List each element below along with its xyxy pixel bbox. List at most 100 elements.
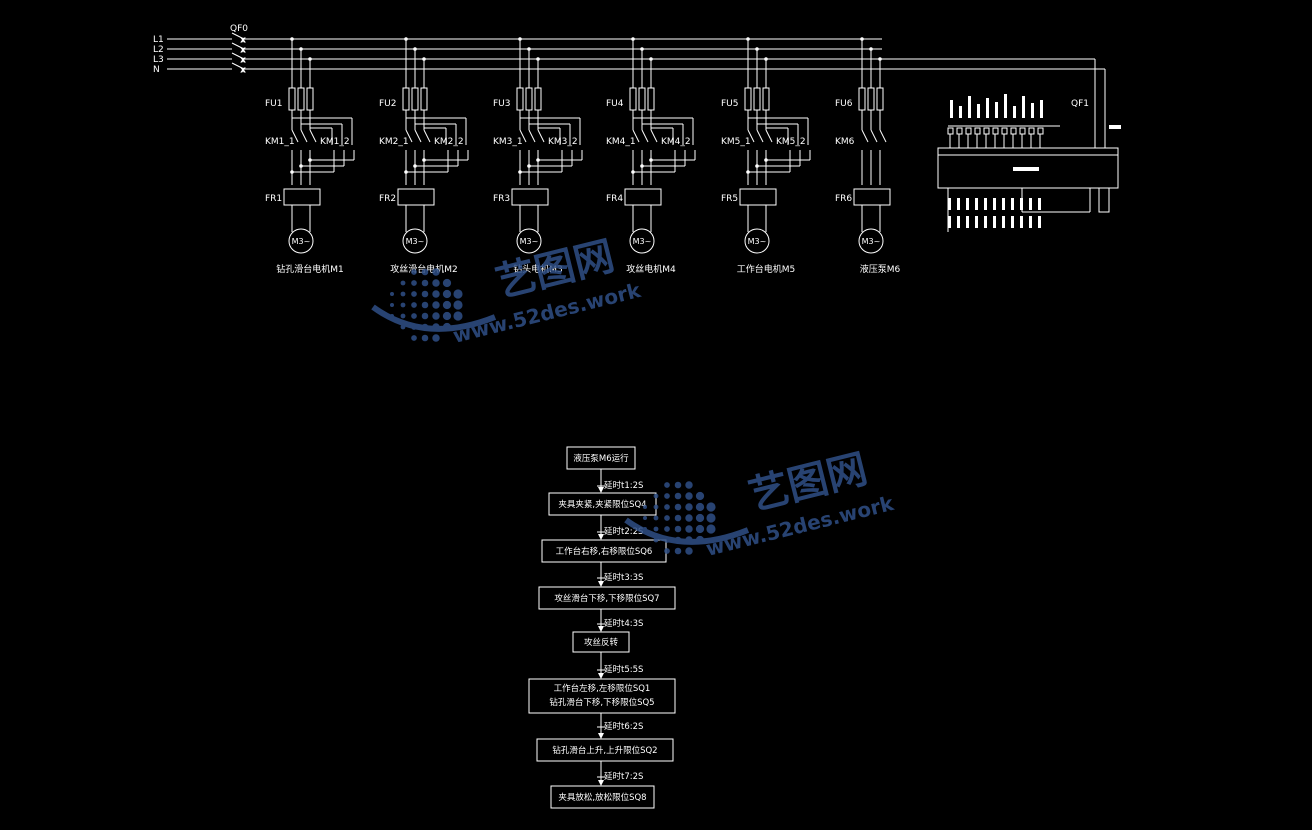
watermark-globe-dot xyxy=(453,311,463,321)
contactor-contact xyxy=(423,129,431,143)
fuse xyxy=(858,87,866,111)
output-terminal xyxy=(948,198,951,210)
watermark-globe-dot xyxy=(695,524,705,534)
watermark-globe-dot xyxy=(432,268,440,276)
flow-step-text: 液压泵M6运行 xyxy=(573,453,629,464)
breaker-cross: x xyxy=(241,66,245,74)
contactor-contact xyxy=(519,129,527,143)
delay-label: 延时t2:2S xyxy=(604,526,643,537)
output-terminal xyxy=(1002,216,1005,228)
motor-symbol xyxy=(516,228,542,254)
watermark-globe-dot xyxy=(411,313,417,319)
watermark-globe-dot xyxy=(432,301,440,309)
thermal-relay xyxy=(739,188,777,206)
watermark-globe-dot xyxy=(390,303,394,307)
watermark-globe-dot xyxy=(442,289,452,299)
motor-name: 钻孔滑台电机M1 xyxy=(276,263,344,275)
delay-label: 延时t7:2S xyxy=(604,771,643,782)
junction-dot xyxy=(631,170,635,174)
watermark-globe-dot xyxy=(411,280,417,286)
watermark-globe-dot xyxy=(664,493,670,499)
flow-step-text: 钻孔滑台下移,下移限位SQ5 xyxy=(549,697,654,708)
fuse-label: FU1 xyxy=(265,99,283,109)
flow-step-text: 夹具夹紧,夹紧限位SQ4 xyxy=(558,499,646,510)
fuse xyxy=(638,87,646,111)
breaker-contact xyxy=(231,62,245,70)
junction-dot xyxy=(878,57,882,61)
watermark-globe-dot xyxy=(421,290,429,298)
output-terminal xyxy=(966,198,969,210)
output-terminal xyxy=(975,198,978,210)
contactor-label: KM2_1 xyxy=(379,137,409,147)
delay-label: 延时t1:2S xyxy=(604,480,643,491)
input-contact xyxy=(947,127,954,135)
relay-label: FR1 xyxy=(265,194,282,204)
junction-dot xyxy=(764,57,768,61)
watermark-globe-dot xyxy=(674,503,682,511)
junction-dot xyxy=(746,170,750,174)
junction-dot xyxy=(422,158,426,162)
junction-dot xyxy=(755,47,759,51)
watermark-globe-dot xyxy=(653,526,659,532)
flow-arrowhead xyxy=(598,733,604,739)
watermark-globe-dot xyxy=(674,547,682,555)
watermark-globe-dot xyxy=(421,268,429,276)
thermal-relay xyxy=(853,188,891,206)
contactor-contact xyxy=(756,129,764,143)
junction-dot xyxy=(299,47,303,51)
watermark-globe-dot xyxy=(674,525,682,533)
fuse xyxy=(744,87,752,111)
watermark-globe-dot xyxy=(685,503,693,511)
bus-label: L3 xyxy=(153,55,164,65)
motor-label: M3~ xyxy=(406,237,425,246)
motor-label: M3~ xyxy=(292,237,311,246)
junction-dot xyxy=(536,158,540,162)
watermark-globe-dot xyxy=(442,311,452,321)
fuse xyxy=(753,87,761,111)
main-breaker-label: QF0 xyxy=(230,24,248,34)
watermark-globe-dot xyxy=(400,302,406,308)
contactor-label: KM2_2 xyxy=(434,137,464,147)
fuse xyxy=(762,87,770,111)
flow-step-text: 夹具放松,放松限位SQ8 xyxy=(558,792,646,803)
watermark-globe-dot xyxy=(674,481,682,489)
input-contact xyxy=(956,127,963,135)
motor-symbol xyxy=(858,228,884,254)
thermal-relay xyxy=(511,188,549,206)
motor-symbol xyxy=(629,228,655,254)
junction-dot xyxy=(413,164,417,168)
input-terminal xyxy=(959,106,962,118)
watermark-globe-dot xyxy=(653,504,659,510)
watermark-globe-dot xyxy=(432,334,440,342)
watermark-globe-dot xyxy=(664,548,670,554)
junction-dot xyxy=(308,57,312,61)
junction-dot xyxy=(422,57,426,61)
fuse xyxy=(867,87,875,111)
watermark-globe-dot xyxy=(685,547,693,555)
delay-label: 延时t3:3S xyxy=(604,572,643,583)
plc-breaker-handle xyxy=(1109,125,1121,129)
relay-label: FR4 xyxy=(606,194,623,204)
flow-step: 夹具放松,放松限位SQ8 xyxy=(550,785,655,809)
contactor-label: KM5_1 xyxy=(721,137,751,147)
junction-dot xyxy=(764,158,768,162)
watermark-globe-dot xyxy=(706,513,716,523)
fuse xyxy=(534,87,542,111)
watermark-globe-dot xyxy=(453,300,463,310)
output-terminal xyxy=(984,216,987,228)
watermark-globe-dot xyxy=(706,502,716,512)
motor-label: M3~ xyxy=(862,237,881,246)
motor-label: M3~ xyxy=(633,237,652,246)
contactor-label: KM4_1 xyxy=(606,137,636,147)
input-contact xyxy=(1010,127,1017,135)
contactor-contact xyxy=(747,129,755,143)
input-contact xyxy=(965,127,972,135)
fuse xyxy=(516,87,524,111)
bus-label: L1 xyxy=(153,35,164,45)
